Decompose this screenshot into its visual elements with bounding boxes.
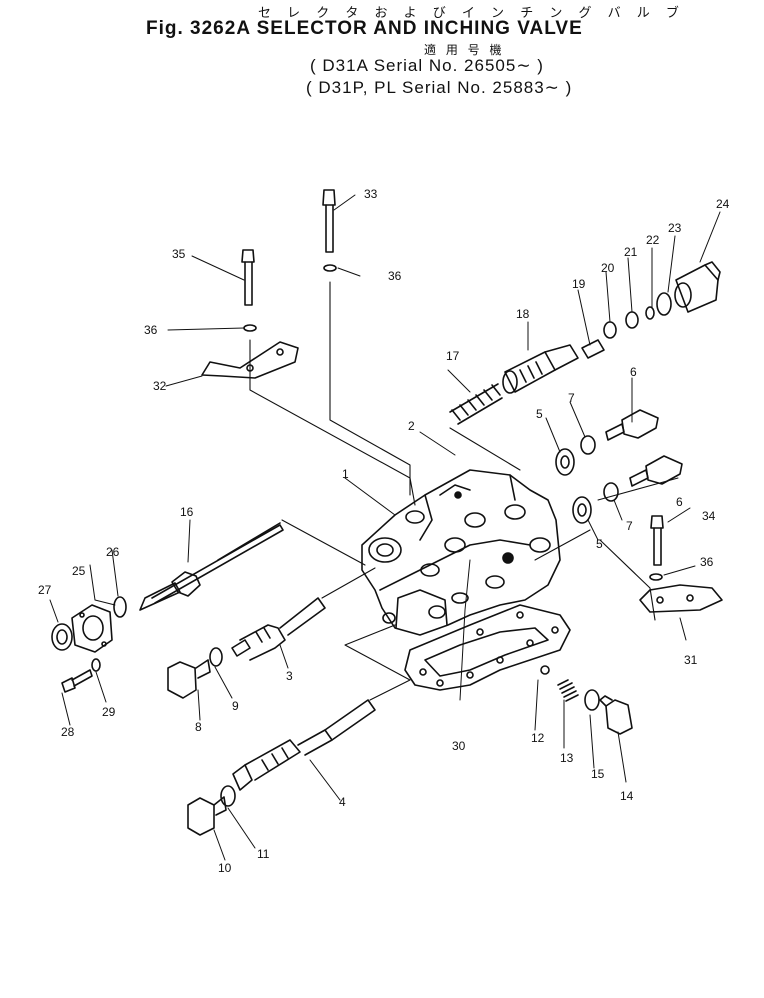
callout-16: 16 (180, 505, 194, 519)
callout-36: 36 (388, 269, 402, 283)
callout-23: 23 (668, 221, 682, 235)
callout-29: 29 (102, 705, 116, 719)
callout-20: 20 (601, 261, 615, 275)
bearing-5-lower (572, 496, 592, 524)
plug-23 (674, 261, 721, 313)
callout-1: 1 (342, 467, 349, 481)
oil-seal-27 (51, 623, 73, 651)
spool-3 (231, 597, 326, 661)
callout-28: 28 (61, 725, 75, 739)
figure-title: Fig. 3262A SELECTOR AND INCHING VALVE (146, 18, 583, 39)
applicable-models-label: 適 用 号 機 (424, 43, 505, 57)
callout-34: 34 (702, 509, 716, 523)
callout-27: 27 (38, 583, 52, 597)
callout-4: 4 (339, 795, 346, 809)
assembly-lines (249, 281, 656, 701)
callout-14: 14 (620, 789, 634, 803)
callout-8: 8 (195, 720, 202, 734)
serial-line-d31p: ( D31P, PL Serial No. 25883∼ ) (306, 78, 573, 97)
callout-36: 36 (144, 323, 158, 337)
callout-31: 31 (684, 653, 698, 667)
bolt-35 (241, 249, 255, 306)
o-ring-15 (584, 689, 600, 711)
part-22 (645, 306, 655, 320)
callout-labels: 1234556677891011121314151617181920212223… (38, 187, 730, 875)
nut-7-upper (580, 435, 596, 455)
callout-19: 19 (572, 277, 586, 291)
flange-25 (71, 604, 113, 653)
bearing-5-upper (555, 448, 575, 476)
spring-17 (449, 383, 503, 425)
serial-line-d31a: ( D31A Serial No. 26505∼ ) (310, 56, 544, 75)
callout-15: 15 (591, 767, 605, 781)
valve-body (361, 469, 561, 636)
callout-11: 11 (257, 847, 270, 861)
plug-10 (187, 796, 227, 836)
callout-6: 6 (676, 495, 683, 509)
callout-21: 21 (624, 245, 638, 259)
callout-3: 3 (286, 669, 293, 683)
bracket-31 (639, 584, 723, 613)
callout-7: 7 (568, 391, 575, 405)
callout-22: 22 (646, 233, 660, 247)
callout-33: 33 (364, 187, 378, 201)
bolt-6-lower (629, 455, 683, 487)
o-ring-26 (113, 596, 127, 618)
callout-17: 17 (446, 349, 460, 363)
plug-14 (599, 695, 633, 735)
bolt-6-upper (605, 409, 659, 441)
part-20 (603, 321, 617, 339)
spool-16 (139, 522, 284, 611)
valve-18 (502, 344, 579, 394)
title-japanese: セ レ ク タ お よ び イ ン チ ン グ バ ル ブ (258, 6, 685, 21)
callout-10: 10 (218, 861, 232, 875)
callout-35: 35 (172, 247, 186, 261)
plug-8 (167, 659, 211, 699)
bolt-34 (650, 515, 664, 566)
ball-12 (540, 665, 550, 675)
o-ring-11 (220, 785, 236, 807)
bolt-28 (61, 669, 93, 693)
callout-9: 9 (232, 699, 239, 713)
callout-5: 5 (596, 537, 603, 551)
bolt-33 (322, 189, 336, 253)
spool-4 (232, 699, 376, 791)
callout-13: 13 (560, 751, 574, 765)
o-ring-24 (656, 292, 672, 316)
callout-5: 5 (536, 407, 543, 421)
nut-7-lower (603, 482, 619, 502)
part-21 (625, 311, 639, 329)
gasket (404, 604, 571, 691)
washer-36-right (649, 573, 663, 581)
washer-29 (91, 658, 101, 672)
callout-36: 36 (700, 555, 714, 569)
spring-13 (557, 679, 579, 702)
callout-6: 6 (630, 365, 637, 379)
washer-36-top (323, 264, 337, 272)
washer-36-left (243, 324, 257, 332)
callout-7: 7 (626, 519, 633, 533)
callout-26: 26 (106, 545, 120, 559)
callout-24: 24 (716, 197, 730, 211)
part-19 (581, 339, 605, 359)
leader-lines (49, 194, 721, 861)
callout-18: 18 (516, 307, 530, 321)
o-ring-9 (209, 647, 223, 667)
callout-12: 12 (531, 731, 545, 745)
callout-25: 25 (72, 564, 86, 578)
callout-2: 2 (408, 419, 415, 433)
callout-30: 30 (452, 739, 466, 753)
callout-32: 32 (153, 379, 167, 393)
